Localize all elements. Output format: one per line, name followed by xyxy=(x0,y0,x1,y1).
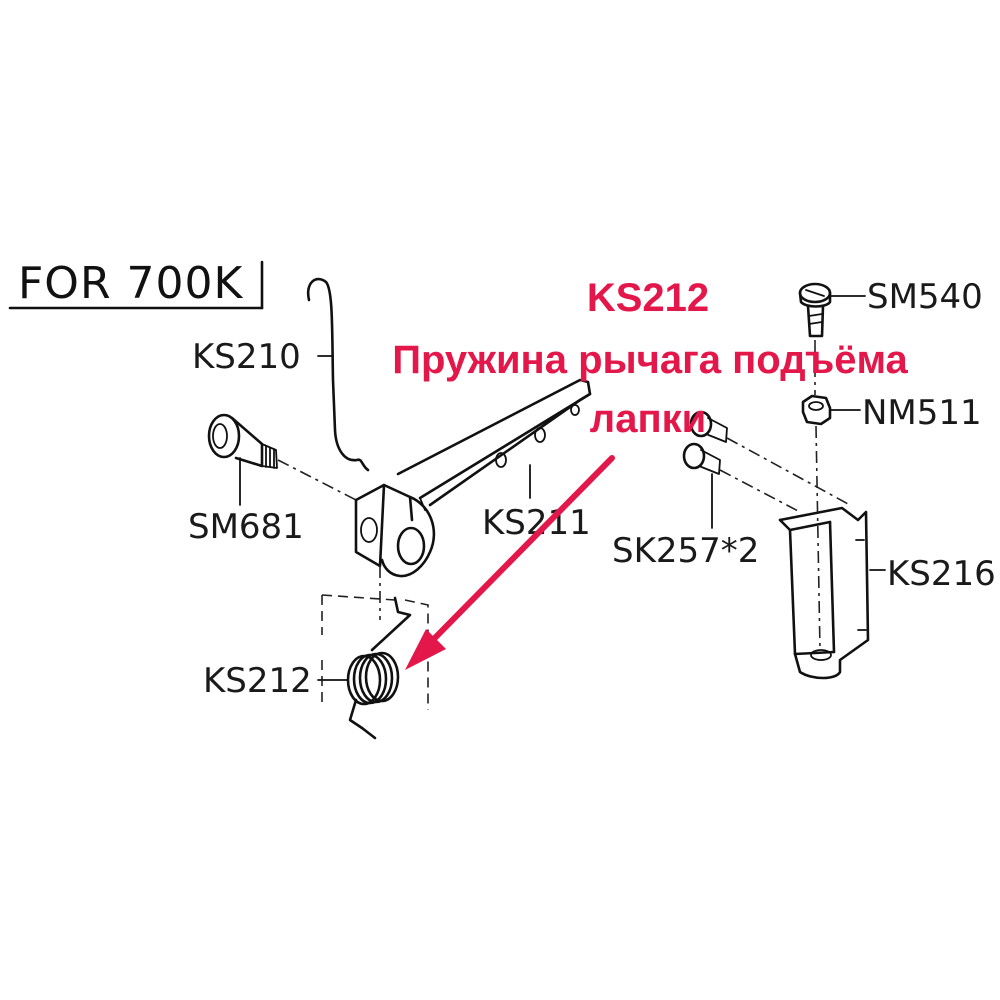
annotation-description-line2: лапки xyxy=(590,397,706,441)
part-label-sk257: SK257*2 xyxy=(612,531,759,571)
nm511-nut xyxy=(801,394,832,426)
sk257-screws xyxy=(682,410,728,475)
annotation-part-number: KS212 xyxy=(587,276,709,320)
ks216-bracket xyxy=(778,506,870,680)
part-label-sm540: SM540 xyxy=(867,277,983,317)
model-label-frame xyxy=(8,260,264,310)
ks211-presser-lever xyxy=(354,378,592,578)
part-label-ks210: KS210 xyxy=(192,337,301,377)
part-label-sm681: SM681 xyxy=(188,507,304,547)
part-label-ks212: KS212 xyxy=(203,661,312,701)
sm540-screw xyxy=(798,282,832,338)
ks212-torsion-spring xyxy=(321,594,429,740)
annotation-description-line1: Пружина рычага подъёма xyxy=(392,338,908,382)
annotation-arrow xyxy=(405,455,615,670)
model-label: FOR 700K xyxy=(18,258,243,309)
part-label-nm511: NM511 xyxy=(862,393,982,433)
part-label-ks216: KS216 xyxy=(887,554,996,594)
sm681-shoulder-screw xyxy=(207,413,278,469)
ks210-wire-spring xyxy=(306,277,370,472)
